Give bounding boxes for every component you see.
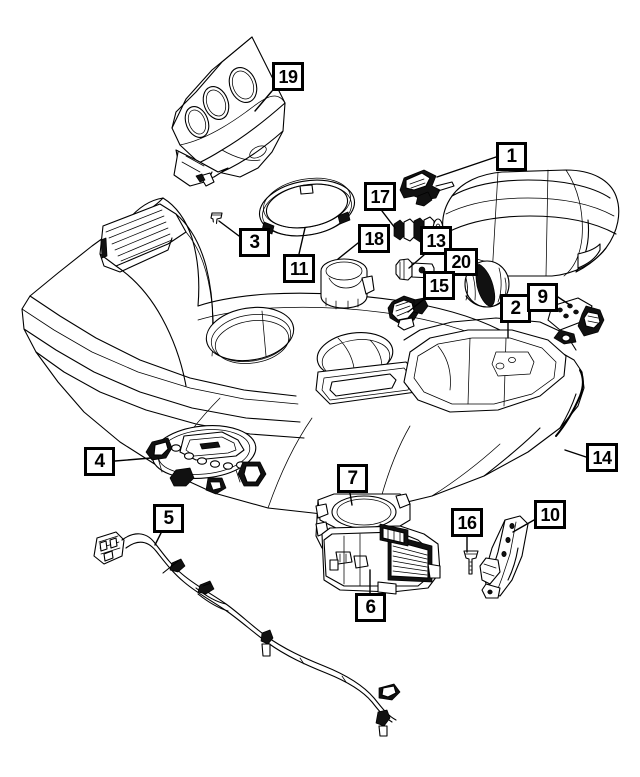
part-11-cupholder-ring xyxy=(258,177,356,237)
callout-1[interactable]: 1 xyxy=(496,142,527,171)
console-rear-bin xyxy=(403,317,577,413)
leader-line-11 xyxy=(298,227,306,255)
part-18-cup-insert xyxy=(320,258,375,310)
callout-4[interactable]: 4 xyxy=(84,447,115,476)
cup-holder-front xyxy=(205,306,295,364)
part-1-armrest-lid xyxy=(442,169,620,277)
part-19-bezel xyxy=(171,36,286,187)
callout-6[interactable]: 6 xyxy=(355,593,386,622)
part-6-shifter-module xyxy=(321,523,441,595)
console-vent-grille xyxy=(99,203,187,273)
part-9-striker-bracket xyxy=(547,297,605,345)
callout-7[interactable]: 7 xyxy=(337,464,368,493)
callout-9[interactable]: 9 xyxy=(527,283,558,312)
callout-17[interactable]: 17 xyxy=(364,182,396,211)
callout-16[interactable]: 16 xyxy=(451,508,483,537)
callout-18[interactable]: 18 xyxy=(358,224,390,253)
callout-19[interactable]: 19 xyxy=(272,62,304,91)
part-15-power-outlet xyxy=(387,295,429,331)
callout-10[interactable]: 10 xyxy=(534,500,566,529)
part-4-switch-bezel xyxy=(145,425,267,495)
part-7-shifter-housing xyxy=(315,493,411,553)
leader-line-14 xyxy=(564,449,587,458)
leader-line-17 xyxy=(381,210,396,229)
part-5-wiring-harness xyxy=(93,531,401,737)
leader-line-18 xyxy=(337,242,359,260)
callout-15[interactable]: 15 xyxy=(423,271,455,300)
callout-3[interactable]: 3 xyxy=(239,228,270,257)
callout-20[interactable]: 20 xyxy=(444,248,478,276)
leader-line-10 xyxy=(512,519,535,533)
leader-line-5 xyxy=(154,532,162,546)
leader-line-4 xyxy=(114,457,152,462)
shifter-slot xyxy=(315,361,421,405)
leader-line-15 xyxy=(407,299,424,313)
leader-line-3 xyxy=(218,220,240,237)
callout-14[interactable]: 14 xyxy=(586,443,618,472)
leader-line-19 xyxy=(254,90,273,112)
console-main-body xyxy=(21,197,585,515)
leader-line-9 xyxy=(557,296,571,306)
callout-11[interactable]: 11 xyxy=(283,254,315,283)
leader-line-1 xyxy=(436,156,497,178)
part-17-latch xyxy=(399,169,455,207)
leader-line-7 xyxy=(349,492,353,506)
part-16-screw xyxy=(463,550,479,575)
callout-5[interactable]: 5 xyxy=(153,504,184,533)
part-10-mounting-bracket xyxy=(479,515,529,599)
leader-line-13 xyxy=(408,254,425,269)
